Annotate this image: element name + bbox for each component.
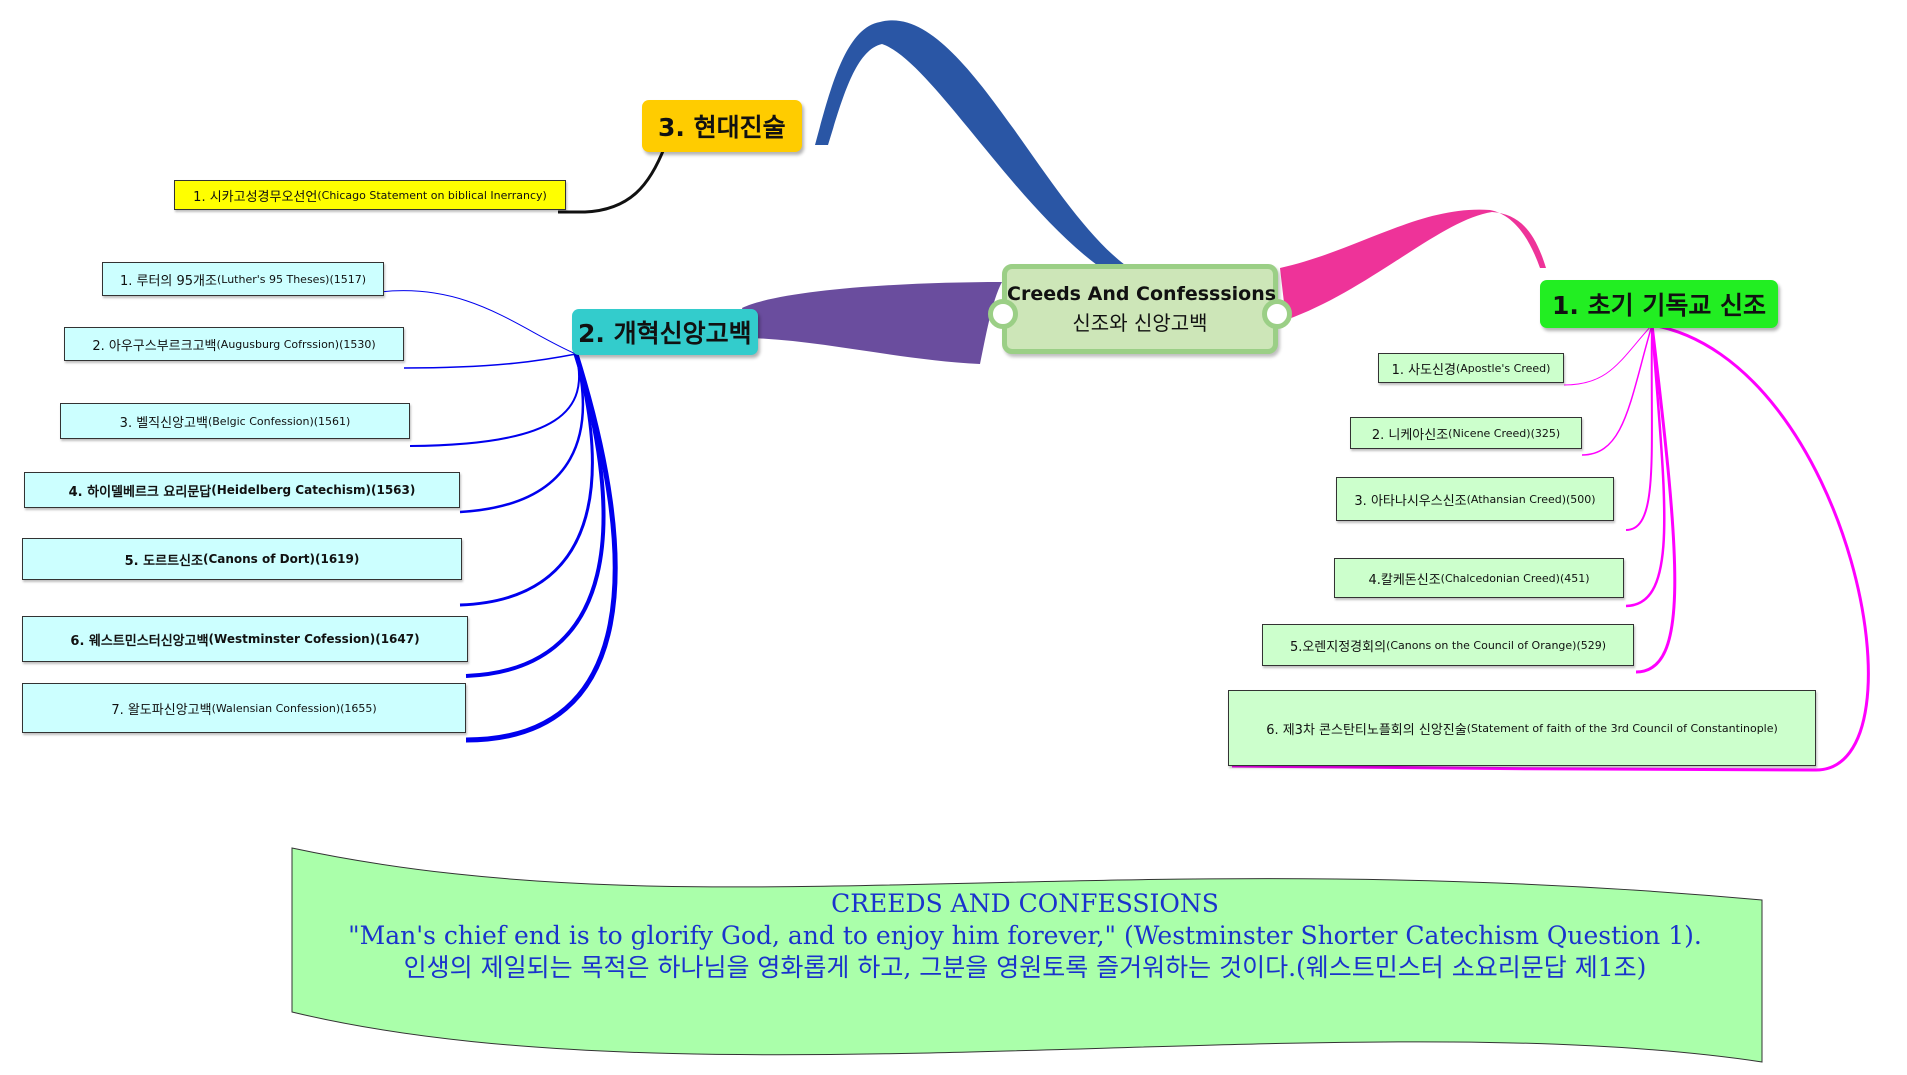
subtopic-ko: 3. 벨직신앙고백 (119, 415, 208, 431)
topic-label: 현대진술 (693, 113, 786, 142)
subtopic-reform-2[interactable]: 2. 아우구스부르크고백(Augusburg Cofrssion)(1530) (64, 327, 404, 361)
subtopic-en: (Chicago Statement on biblical Inerrancy… (317, 188, 547, 202)
subtopic-en: (Canons of Dort)(1619) (202, 552, 360, 566)
topic-modern[interactable]: 3. 현대진술 (642, 100, 802, 152)
subtopic-reform-5[interactable]: 5. 도르트신조(Canons of Dort)(1619) (22, 538, 462, 580)
branch-early-connector (1280, 209, 1546, 320)
right-handle[interactable] (1262, 299, 1292, 329)
subtopic-ko: 6. 웨스트민스터신앙고백 (70, 633, 209, 649)
subtopic-en: (Westminster Cofession)(1647) (208, 632, 420, 646)
early-leaf-links (1231, 323, 1870, 772)
topic-number: 1. (1552, 291, 1579, 320)
subtopic-reform-1[interactable]: 1. 루터의 95개조(Luther's 95 Theses)(1517) (102, 262, 384, 296)
branch-modern-connector (815, 20, 1125, 265)
subtopic-reform-4[interactable]: 4. 하이델베르크 요리문답(Heidelberg Catechism)(156… (24, 472, 460, 508)
subtopic-ko: 5.오렌지정경회의 (1289, 639, 1387, 655)
subtopic-en: (Luther's 95 Theses)(1517) (216, 272, 367, 286)
subtopic-en: (Athansian Creed)(500) (1466, 492, 1596, 506)
subtopic-en: (Belgic Confession)(1561) (207, 414, 351, 428)
subtopic-en: (Augusburg Cofrssion)(1530) (216, 337, 376, 351)
banner-title: CREEDS AND CONFESSIONS (831, 889, 1219, 918)
subtopic-ko: 1. 루터의 95개조 (119, 273, 217, 289)
subtopic-en: (Chalcedonian Creed)(451) (1440, 571, 1590, 585)
banner-quote-en: "Man's chief end is to glorify God, and … (348, 921, 1702, 950)
modern-leaf-link (558, 145, 667, 214)
left-handle[interactable] (988, 299, 1018, 329)
topic-reform[interactable]: 2. 개혁신앙고백 (572, 309, 758, 355)
banner-quote-ko: 인생의 제일되는 목적은 하나님을 영화롭게 하고, 그분을 영원토록 즐거워하… (403, 953, 1647, 982)
subtopic-ko: 1. 시카고성경무오선언 (193, 189, 318, 205)
subtopic-reform-3[interactable]: 3. 벨직신앙고백(Belgic Confession)(1561) (60, 403, 410, 439)
subtopic-en: (Statement of faith of the 3rd Council o… (1466, 721, 1778, 735)
subtopic-en: (Canons on the Council of Orange)(529) (1386, 638, 1607, 652)
banner-shape (291, 847, 1763, 1063)
subtopic-ko: 7. 왈도파신앙고백 (111, 702, 212, 718)
reform-leaf-links (379, 290, 618, 743)
central-title: Creeds And Confesssions (1007, 283, 1277, 305)
subtopic-early-6[interactable]: 6. 제3차 콘스탄티노플회의 신앙진술(Statement of faith … (1228, 690, 1816, 766)
topic-number: 3. (658, 113, 685, 142)
subtopic-ko: 3. 아타나시우스신조 (1354, 493, 1467, 509)
subtopic-en: (Apostle's Creed) (1455, 361, 1551, 375)
subtopic-ko: 5. 도르트신조 (124, 553, 203, 569)
topic-label: 개혁신앙고백 (613, 319, 752, 348)
banner-callout[interactable]: CREEDS AND CONFESSIONS "Man's chief end … (290, 888, 1760, 984)
subtopic-ko: 4.칼케돈신조 (1368, 572, 1441, 588)
central-topic[interactable]: Creeds And Confesssions 신조와 신앙고백 (988, 264, 1292, 354)
topic-label: 초기 기독교 신조 (1587, 291, 1767, 320)
subtopic-reform-7[interactable]: 7. 왈도파신앙고백(Walensian Confession)(1655) (22, 683, 466, 733)
subtopic-early-5[interactable]: 5.오렌지정경회의(Canons on the Council of Orang… (1262, 624, 1634, 666)
subtopic-early-3[interactable]: 3. 아타나시우스신조(Athansian Creed)(500) (1336, 477, 1614, 521)
subtopic-early-2[interactable]: 2. 니케아신조(Nicene Creed)(325) (1350, 417, 1582, 449)
subtopic-reform-6[interactable]: 6. 웨스트민스터신앙고백(Westminster Cofession)(164… (22, 616, 468, 662)
central-subtitle: 신조와 신앙고백 (1072, 311, 1208, 335)
subtopic-en: (Walensian Confession)(1655) (211, 701, 377, 715)
subtopic-early-4[interactable]: 4.칼케돈신조(Chalcedonian Creed)(451) (1334, 558, 1624, 598)
subtopic-ko: 2. 아우구스부르크고백 (92, 338, 217, 354)
subtopic-ko: 2. 니케아신조 (1371, 427, 1449, 443)
subtopic-early-1[interactable]: 1. 사도신경(Apostle's Creed) (1378, 353, 1564, 383)
subtopic-en: (Heidelberg Catechism)(1563) (211, 483, 416, 497)
topic-early[interactable]: 1. 초기 기독교 신조 (1540, 280, 1779, 328)
branch-reform-connector (742, 282, 1002, 364)
subtopic-ko: 6. 제3차 콘스탄티노플회의 신앙진술 (1266, 722, 1467, 738)
topic-number: 2. (578, 319, 605, 348)
subtopic-ko: 4. 하이델베르크 요리문답 (68, 484, 212, 500)
subtopic-en: (Nicene Creed)(325) (1448, 426, 1561, 440)
subtopic-modern-1[interactable]: 1. 시카고성경무오선언(Chicago Statement on biblic… (174, 180, 566, 210)
subtopic-ko: 1. 사도신경 (1391, 362, 1456, 378)
